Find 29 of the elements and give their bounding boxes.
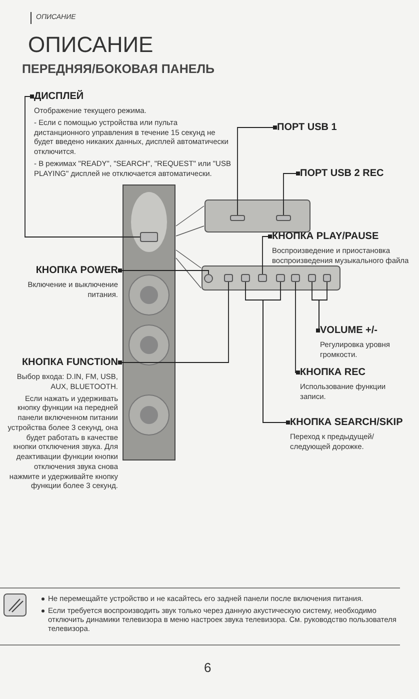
panel-button — [276, 274, 285, 282]
usb-port — [276, 215, 291, 221]
panel-button — [291, 274, 300, 282]
leader-line — [118, 268, 209, 274]
panel-button — [258, 274, 267, 282]
leader-line — [237, 126, 277, 216]
leader-line — [24, 94, 140, 238]
display-window — [140, 232, 158, 242]
panel-button — [241, 274, 250, 282]
leader-line — [118, 282, 229, 364]
page-number: 6 — [204, 660, 212, 675]
section-heading: ПЕРЕДНЯЯ/БОКОВАЯ ПАНЕЛЬ — [22, 62, 214, 76]
callout-heading: КНОПКА PLAY/PAUSE — [272, 231, 379, 242]
callout-heading: КНОПКА SEARCH/SKIP — [290, 417, 403, 428]
callout-heading: КНОПКА REC — [300, 367, 366, 378]
leader-line — [283, 172, 300, 216]
callout-heading: КНОПКА POWER — [36, 265, 118, 276]
leader-line — [295, 282, 300, 374]
page-title: ОПИСАНИЕ — [28, 32, 154, 58]
panel-button — [323, 274, 331, 282]
leader-line — [262, 234, 272, 274]
panel-button — [308, 274, 316, 282]
callout-heading: ДИСПЛЕЙ — [34, 91, 84, 102]
usb-port — [230, 215, 245, 221]
callout-heading: VOLUME +/- — [320, 325, 378, 336]
callout-heading: ПОРТ USB 1 — [277, 122, 337, 133]
callout-heading: ПОРТ USB 2 REC — [300, 168, 384, 179]
panel-button — [224, 274, 233, 282]
callout-heading: КНОПКА FUNCTION — [22, 357, 118, 368]
